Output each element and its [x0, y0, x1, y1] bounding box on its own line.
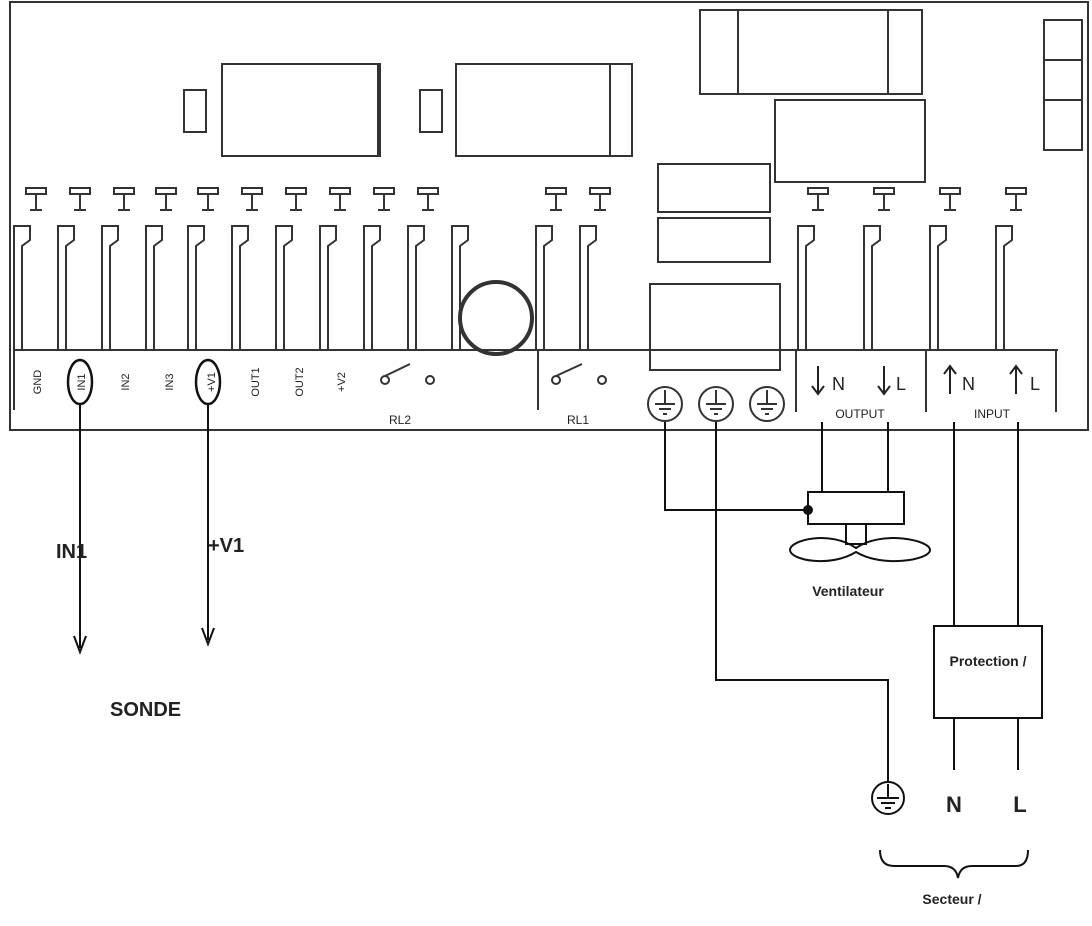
output-label: OUTPUT	[835, 407, 885, 421]
sonde-label: SONDE	[110, 699, 181, 721]
relay1-label: RL1	[567, 413, 589, 427]
terminal-label-v2: +V2	[336, 372, 348, 392]
controller-board	[9, 1, 1089, 431]
terminal-label-in1: IN1	[76, 373, 88, 390]
terminal-label-out2: OUT2	[294, 367, 306, 396]
terminal-label-v1: +V1	[206, 372, 218, 392]
transformer-block	[699, 9, 923, 95]
mains-label: Secteur /	[922, 891, 981, 907]
mains-brace	[879, 849, 1029, 879]
line-label: L	[1013, 792, 1026, 817]
fan-motor	[807, 491, 905, 525]
v1-wire-label: +V1	[208, 535, 244, 557]
protection-box	[933, 625, 1043, 719]
output-l: L	[896, 374, 906, 394]
relay-block-center	[455, 63, 633, 157]
terminal-label-gnd: GND	[32, 370, 44, 395]
relay-block-left	[221, 63, 381, 157]
neutral-label: N	[946, 792, 962, 817]
buzzer	[458, 280, 534, 356]
input-label: INPUT	[974, 407, 1011, 421]
fan-label: Ventilateur	[812, 583, 884, 599]
input-l: L	[1030, 374, 1040, 394]
fan-blade-icon	[788, 537, 932, 563]
terminal-label-in3: IN3	[164, 373, 176, 390]
terminal-label-out1: OUT1	[250, 367, 262, 396]
terminal-label-in2: IN2	[120, 373, 132, 390]
output-n: N	[832, 374, 845, 394]
input-n: N	[962, 374, 975, 394]
relay2-label: RL2	[389, 413, 411, 427]
earth-icon	[871, 781, 905, 815]
in1-wire-label: IN1	[56, 541, 87, 563]
protection-label: Protection /	[949, 653, 1026, 669]
